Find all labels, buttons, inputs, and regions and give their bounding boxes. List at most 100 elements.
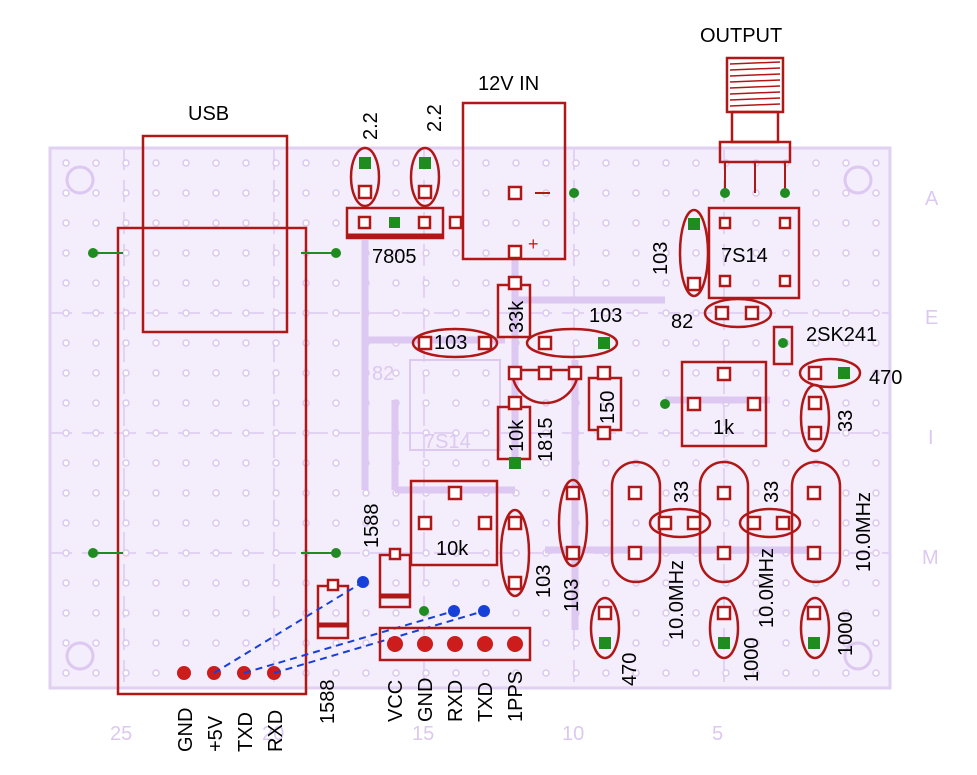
header-pin-label: RXD	[445, 680, 467, 722]
board-hole	[272, 549, 280, 557]
header-outline	[378, 626, 532, 662]
board-hole	[182, 339, 190, 347]
usb-pin-label: TXD	[235, 712, 257, 752]
board-hole	[632, 369, 640, 377]
board-hole	[452, 309, 460, 317]
board-hole	[122, 339, 130, 347]
board-hole	[842, 399, 850, 407]
board-hole	[812, 189, 820, 197]
board-hole	[182, 279, 190, 287]
board-hole	[452, 189, 460, 197]
board-hole	[332, 369, 340, 377]
crystal-label: 10.0MHz	[666, 560, 688, 640]
cap-label: 2.2	[424, 104, 446, 132]
column-label: 10	[562, 723, 584, 745]
board-hole	[842, 429, 850, 437]
board-hole	[152, 339, 160, 347]
board-hole	[692, 489, 700, 497]
board-hole	[752, 429, 760, 437]
board-hole	[632, 609, 640, 617]
board-hole	[812, 669, 820, 677]
usb-module-pins	[88, 248, 341, 558]
board-hole	[212, 279, 220, 287]
board-hole	[692, 579, 700, 587]
board-hole	[92, 159, 100, 167]
board-hole	[662, 309, 670, 317]
board-hole	[152, 369, 160, 377]
resistor-label: 33	[671, 481, 693, 503]
board-hole	[872, 339, 880, 347]
board-hole	[152, 639, 160, 647]
board-hole	[92, 429, 100, 437]
board-hole	[212, 459, 220, 467]
board-hole	[632, 399, 640, 407]
board-hole	[302, 189, 310, 197]
ghost-label: 7S14	[424, 431, 471, 453]
board-hole	[482, 579, 490, 587]
board-hole	[122, 459, 130, 467]
row-label: I	[928, 427, 934, 449]
board-hole	[272, 639, 280, 647]
usb-connector-outline	[141, 134, 289, 334]
board-hole	[482, 159, 490, 167]
board-hole	[482, 249, 490, 257]
board-hole	[332, 219, 340, 227]
board-hole	[572, 639, 580, 647]
board-hole	[722, 429, 730, 437]
board-hole	[452, 549, 460, 557]
board-hole	[422, 309, 430, 317]
board-hole	[92, 609, 100, 617]
board-hole	[482, 219, 490, 227]
board-hole	[872, 309, 880, 317]
board-hole	[632, 429, 640, 437]
resistor-label: 1000	[741, 638, 763, 683]
board-hole	[602, 309, 610, 317]
board-hole	[842, 639, 850, 647]
cap-label: 103	[533, 565, 555, 598]
resistor-label: 1000	[835, 612, 857, 657]
board-hole	[872, 639, 880, 647]
board-hole	[362, 669, 370, 677]
board-hole	[242, 429, 250, 437]
resistor-label: 470	[619, 653, 641, 686]
board-hole	[842, 309, 850, 317]
board-hole	[722, 339, 730, 347]
cap-label: 103	[589, 305, 622, 327]
output-label: OUTPUT	[700, 25, 782, 47]
board-hole	[722, 669, 730, 677]
board-hole	[362, 519, 370, 527]
board-hole	[542, 309, 550, 317]
board-hole	[662, 279, 670, 287]
crystal-label: 10.0MHz	[853, 492, 875, 572]
board-hole	[242, 279, 250, 287]
board-hole	[692, 159, 700, 167]
board-hole	[152, 249, 160, 257]
ghost-label: 82	[372, 363, 394, 385]
board-hole	[392, 189, 400, 197]
board-hole	[662, 669, 670, 677]
board-hole	[542, 279, 550, 287]
resistor-label: 82	[671, 311, 693, 333]
board-hole	[782, 669, 790, 677]
board-hole	[752, 459, 760, 467]
board-hole	[752, 639, 760, 647]
board-hole	[392, 249, 400, 257]
board-hole	[872, 549, 880, 557]
board-hole	[422, 549, 430, 557]
board-hole	[62, 339, 70, 347]
board-hole	[242, 219, 250, 227]
board-hole	[242, 549, 250, 557]
board-hole	[182, 399, 190, 407]
board-hole	[62, 639, 70, 647]
board-hole	[542, 609, 550, 617]
board-hole	[392, 159, 400, 167]
board-hole	[842, 249, 850, 257]
board-hole	[92, 309, 100, 317]
resistor-label: 33k	[506, 300, 528, 333]
board-hole	[782, 459, 790, 467]
fet-label: 2SK241	[806, 324, 877, 346]
board-hole	[152, 669, 160, 677]
board-hole	[152, 609, 160, 617]
board-hole	[842, 339, 850, 347]
